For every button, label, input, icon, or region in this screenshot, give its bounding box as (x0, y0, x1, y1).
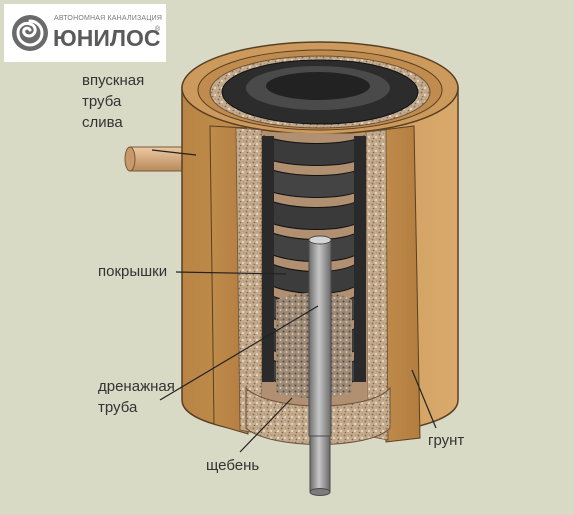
top-tire (221, 59, 419, 125)
tire-stack (262, 135, 366, 388)
drain-pipe (308, 235, 332, 496)
logo-registered-mark: ® (155, 26, 161, 33)
label-drain-pipe: дренажная труба (98, 376, 175, 418)
label-drain-line-2: труба (98, 399, 138, 416)
cutaway-right-wall (365, 125, 421, 443)
leader-line-drain (159, 305, 319, 401)
label-inlet-pipe: впускная труба слива (82, 70, 144, 133)
label-soil: грунт (428, 432, 465, 449)
leader-lines (151, 149, 437, 453)
label-inlet-line-2: труба (82, 93, 122, 110)
label-gravel: щебень (206, 457, 260, 474)
leader-line-inlet (151, 149, 197, 156)
brand-logo: АВТОНОМНАЯ КАНАЛИЗАЦИЯ ЮНИЛОС ® (4, 4, 166, 62)
spiral-logo-icon (12, 15, 48, 51)
leader-line-gravel (239, 397, 293, 453)
label-tires: покрышки (98, 263, 168, 280)
cutaway-left-wall (209, 125, 263, 435)
label-drain-line-1: дренажная (98, 378, 175, 395)
logo-name: ЮНИЛОС (53, 25, 161, 51)
leader-line-tires (175, 271, 287, 275)
label-inlet-line-1: впускная (82, 72, 145, 89)
leader-line-soil (411, 369, 437, 429)
logo-tagline: АВТОНОМНАЯ КАНАЛИЗАЦИЯ (54, 15, 163, 22)
label-inlet-line-3: слива (82, 114, 123, 131)
